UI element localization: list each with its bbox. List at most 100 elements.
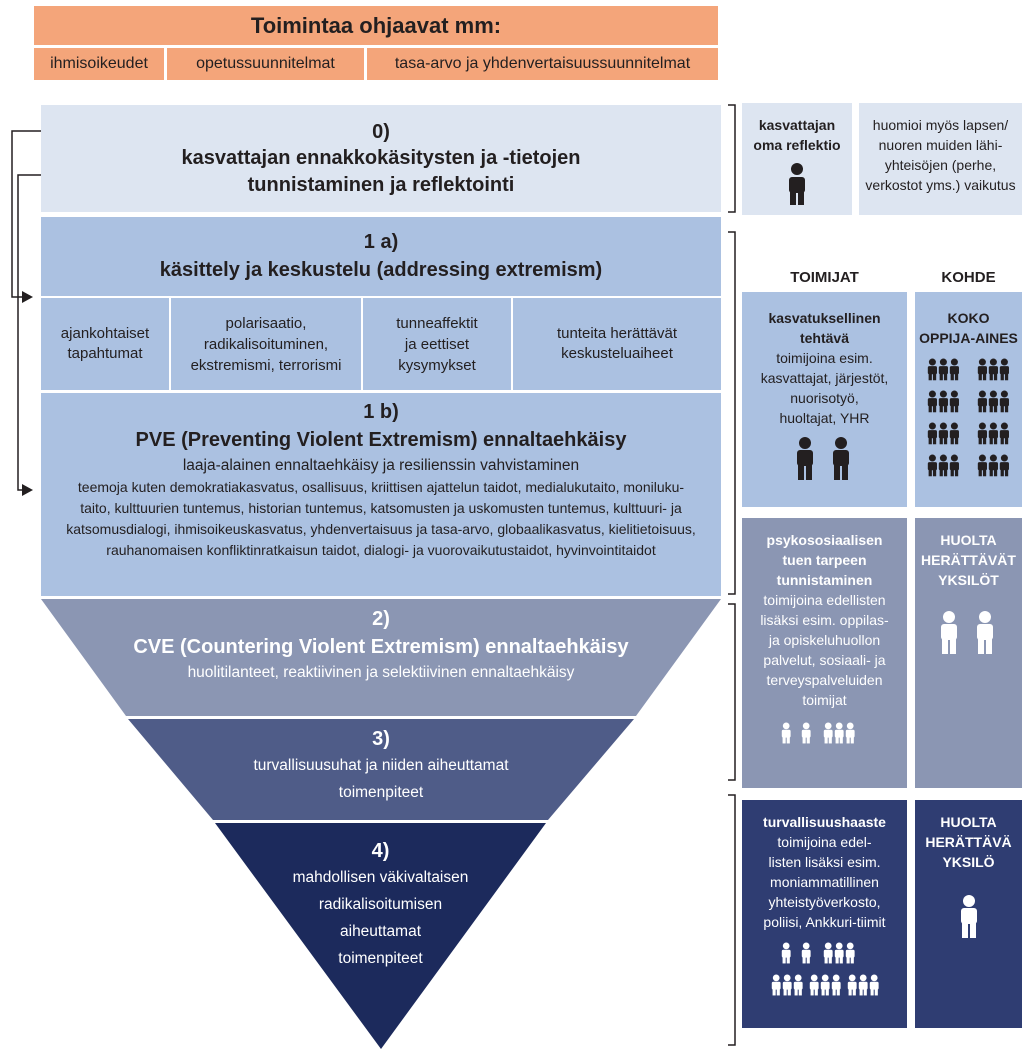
arrow-head-1a — [22, 291, 33, 303]
row1-target-2: OPPIJA-AINES — [919, 330, 1018, 346]
note-line-2: nuoren muiden lähi- — [878, 137, 1003, 153]
level-1b-subtitle: laaja-alainen ennaltaehkäisy ja resilien… — [182, 457, 580, 474]
person-glyph — [938, 390, 948, 413]
level-3-text: 3) turvallisuusuhat ja niiden aiheuttama… — [128, 726, 634, 806]
level-3-line2: toimenpiteet — [338, 784, 424, 801]
level-2-text: 2) CVE (Countering Violent Extremism) en… — [41, 606, 721, 684]
person-glyph — [927, 358, 937, 381]
person-glyph — [949, 454, 959, 477]
row2-actor-line-6: toimijat — [802, 692, 847, 708]
person-glyph — [847, 974, 857, 996]
person-icon — [960, 895, 977, 938]
people-network-icon — [771, 942, 879, 996]
header-item-human-rights: ihmisoikeudet — [34, 48, 164, 80]
level-2-title: CVE (Countering Violent Extremism) ennal… — [133, 636, 629, 658]
reflection-box: kasvattajan oma reflektio — [742, 103, 852, 215]
two-persons-icon — [796, 437, 849, 480]
person-glyph — [927, 422, 937, 445]
row3-target-1: HUOLTA — [940, 814, 997, 830]
header-item-curriculum: opetussuunnitelmat — [167, 48, 364, 80]
row1-actor-line-4: huoltajat, YHR — [779, 410, 870, 426]
person-glyph — [845, 942, 855, 964]
person-glyph — [949, 358, 959, 381]
row3-target-3: YKSILÖ — [942, 854, 995, 870]
person-glyph — [988, 390, 998, 413]
person-glyph — [938, 422, 948, 445]
person-glyph — [927, 454, 937, 477]
header-item-equality-plans: tasa-arvo ja yhdenvertaisuussuunnitelmat — [367, 48, 718, 80]
level-3-number: 3) — [372, 728, 390, 750]
note-line-1: huomioi myös lapsen/ — [872, 117, 1009, 133]
person-glyph — [927, 390, 937, 413]
person-glyph — [823, 942, 833, 964]
level-4-line2: radikalisoitumisen — [318, 896, 443, 913]
level-4-line3: aiheuttamat — [340, 923, 421, 940]
person-glyph — [781, 722, 791, 744]
person-glyph — [793, 974, 803, 996]
person-glyph — [949, 390, 959, 413]
row1-actor-title-2: tehtävä — [799, 330, 850, 346]
row3-actor-title: turvallisuushaaste — [763, 814, 886, 830]
level-2-subtitle: huolitilanteet, reaktiivinen ja selektii… — [187, 664, 575, 681]
connector-line-inner — [17, 174, 41, 491]
level-0-title-line1: kasvattajan ennakkokäsitysten ja -tietoj… — [181, 146, 581, 169]
connector-line-outer — [11, 130, 41, 298]
person-glyph — [977, 422, 987, 445]
row2-target-2: HERÄTTÄVÄT — [921, 552, 1016, 568]
row1-actor-line-2: kasvattajat, järjestöt, — [760, 370, 889, 386]
level-1b-number: 1 b) — [363, 401, 399, 423]
row3-actor-line-5: poliisi, Ankkuri-tiimit — [763, 914, 886, 930]
person-glyph — [938, 454, 948, 477]
level-1b-body-3: katsomusdialogi, ihmisoikeuskasvatus, yh… — [66, 521, 696, 537]
row1-actors-box: kasvatuksellinen tehtävä toimijoina esim… — [742, 292, 907, 507]
person-glyph — [781, 942, 791, 964]
col-header-actors: TOIMIJAT — [790, 268, 859, 286]
level-4-text: 4) mahdollisen väkivaltaisen radikalisoi… — [215, 838, 546, 972]
level-0-number: 0) — [372, 120, 390, 143]
row2-actor-line-2: lisäksi esim. oppilas- — [760, 612, 889, 628]
level-4-line1: mahdollisen väkivaltaisen — [292, 869, 469, 886]
person-glyph — [782, 974, 792, 996]
person-glyph — [977, 358, 987, 381]
reflection-title-2: oma reflektio — [753, 137, 841, 153]
row2-actor-line-1: toimijoina edellisten — [763, 592, 886, 608]
level-1b-box: 1 b) PVE (Preventing Violent Extremism) … — [41, 393, 721, 596]
bracket-level-3-4 — [728, 794, 736, 1046]
row2-actor-line-5: terveyspalveluiden — [766, 672, 883, 688]
person-glyph — [801, 722, 811, 744]
note-line-3: yhteisöjen (perhe, — [884, 157, 997, 173]
people-group-icon — [781, 722, 855, 744]
level-1b-title: PVE (Preventing Violent Extremism) ennal… — [135, 429, 627, 451]
level-3-line1: turvallisuusuhat ja niiden aiheuttamat — [253, 757, 509, 774]
person-glyph — [938, 358, 948, 381]
level-1b-body-2: taito, kulttuurien tuntemus, historian t… — [80, 500, 682, 516]
bracket-level-1 — [728, 231, 736, 595]
bracket-level-2 — [728, 603, 736, 781]
row2-actor-line-3: ja opiskeluhuollon — [768, 632, 881, 648]
row2-actor-title-2: tuen tarpeen — [782, 552, 867, 568]
person-glyph — [771, 974, 781, 996]
level-3-band — [128, 719, 634, 820]
crowd-icon — [927, 358, 1009, 477]
row3-actor-line-1: toimijoina edel- — [777, 834, 872, 850]
person-glyph — [820, 974, 830, 996]
level-0-box: 0) kasvattajan ennakkokäsitysten ja -tie… — [41, 105, 721, 212]
level-1b-body-4: rauhanomaisen konfliktinratkaisun taidot… — [106, 542, 656, 558]
reflection-title-1: kasvattajan — [758, 117, 836, 133]
person-glyph — [977, 454, 987, 477]
person-glyph — [809, 974, 819, 996]
person-glyph — [801, 942, 811, 964]
person-glyph — [831, 974, 841, 996]
level-2-band — [41, 599, 721, 716]
row2-actor-title-1: psykososiaalisen — [766, 532, 883, 548]
person-glyph — [869, 974, 879, 996]
person-glyph — [858, 974, 868, 996]
person-glyph — [834, 942, 844, 964]
arrow-head-1b — [22, 484, 33, 496]
level-0-title-line2: tunnistaminen ja reflektointi — [247, 173, 515, 196]
level-4-line4: toimenpiteet — [338, 950, 423, 967]
row2-actor-title-3: tunnistaminen — [776, 572, 873, 588]
